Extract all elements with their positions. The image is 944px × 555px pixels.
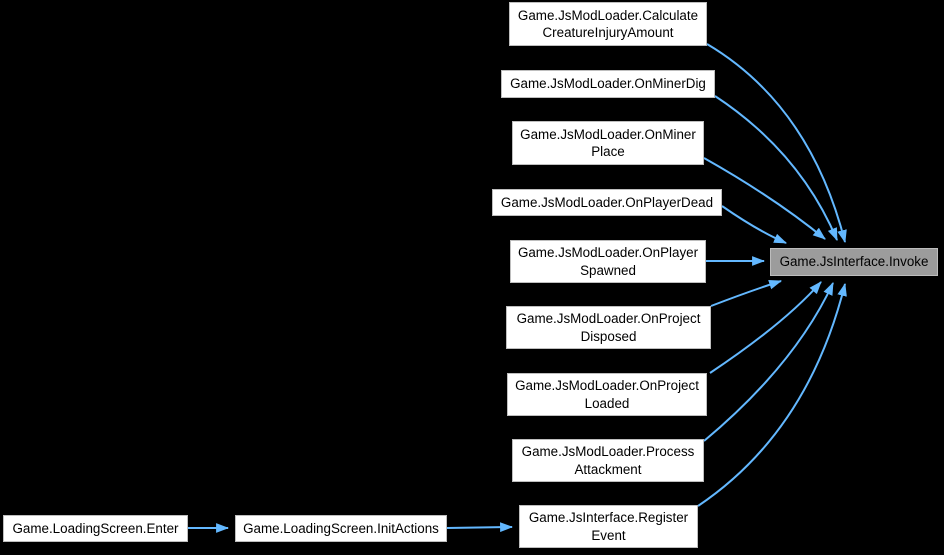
- node-label-line: Game.LoadingScreen.InitActions: [243, 520, 439, 536]
- node-label-line: Game.JsInterface.Register: [528, 510, 689, 525]
- edge-calculate-to-invoke: [706, 43, 847, 244]
- node-label-line: Game.JsModLoader.OnPlayerDead: [500, 194, 714, 210]
- node-label-line: CreatureInjuryAmount: [542, 25, 674, 40]
- node-on-project-disposed[interactable]: Game.JsModLoader.OnProject Disposed: [506, 306, 711, 349]
- node-label-line: Attackment: [574, 461, 642, 477]
- node-label-line: Place: [591, 144, 625, 159]
- node-on-miner-dig[interactable]: Game.JsModLoader.OnMinerDig: [501, 70, 715, 98]
- edge-init-actions-to-register-event: [446, 522, 514, 533]
- edge-on-player-dead-to-invoke: [721, 205, 787, 244]
- node-register-event[interactable]: Game.JsInterface.Register Event: [519, 505, 698, 548]
- node-label-line: Game.JsModLoader.Calculate: [517, 7, 699, 23]
- node-label-line: Game.JsModLoader.OnProject: [516, 311, 701, 326]
- node-on-player-dead[interactable]: Game.JsModLoader.OnPlayerDead: [492, 189, 722, 216]
- edge-on-miner-dig-to-invoke: [714, 95, 838, 241]
- node-invoke-focus: Game.JsInterface.Invoke: [770, 248, 938, 276]
- node-label-line: Game.LoadingScreen.Enter: [12, 520, 179, 536]
- node-on-player-spawned[interactable]: Game.JsModLoader.OnPlayer Spawned: [510, 240, 706, 283]
- node-loading-screen-enter[interactable]: Game.LoadingScreen.Enter: [3, 515, 188, 542]
- edge-on-miner-place-to-invoke: [703, 157, 826, 240]
- edge-on-project-loaded-to-invoke: [709, 281, 822, 374]
- node-on-miner-place[interactable]: Game.JsModLoader.OnMiner Place: [512, 121, 704, 165]
- node-label-line: Game.JsModLoader.OnProject: [515, 378, 699, 393]
- node-label-line: Game.JsModLoader.OnMiner: [520, 126, 696, 142]
- edge-process-attackment-to-invoke: [703, 282, 834, 442]
- node-label-line: Event: [591, 527, 626, 543]
- node-loading-screen-init-actions[interactable]: Game.LoadingScreen.InitActions: [235, 515, 447, 542]
- node-label-line: Spawned: [580, 262, 636, 278]
- node-calculate-creature-injury-amount[interactable]: Game.JsModLoader.Calculate CreatureInjur…: [509, 2, 707, 46]
- node-label-line: Game.JsModLoader.Process: [521, 444, 695, 459]
- node-process-attackment[interactable]: Game.JsModLoader.Process Attackment: [512, 439, 704, 482]
- edge-on-project-disposed-to-invoke: [710, 280, 783, 307]
- node-label-line: Game.JsModLoader.OnMinerDig: [510, 76, 706, 92]
- node-label-line: Game.JsInterface.Invoke: [779, 254, 929, 270]
- edge-register-event-to-invoke: [697, 282, 847, 507]
- node-label-line: Disposed: [580, 328, 637, 344]
- node-label-line: Loaded: [584, 395, 630, 411]
- node-on-project-loaded[interactable]: Game.JsModLoader.OnProject Loaded: [507, 373, 707, 416]
- node-label-line: Game.JsModLoader.OnPlayer: [517, 245, 699, 260]
